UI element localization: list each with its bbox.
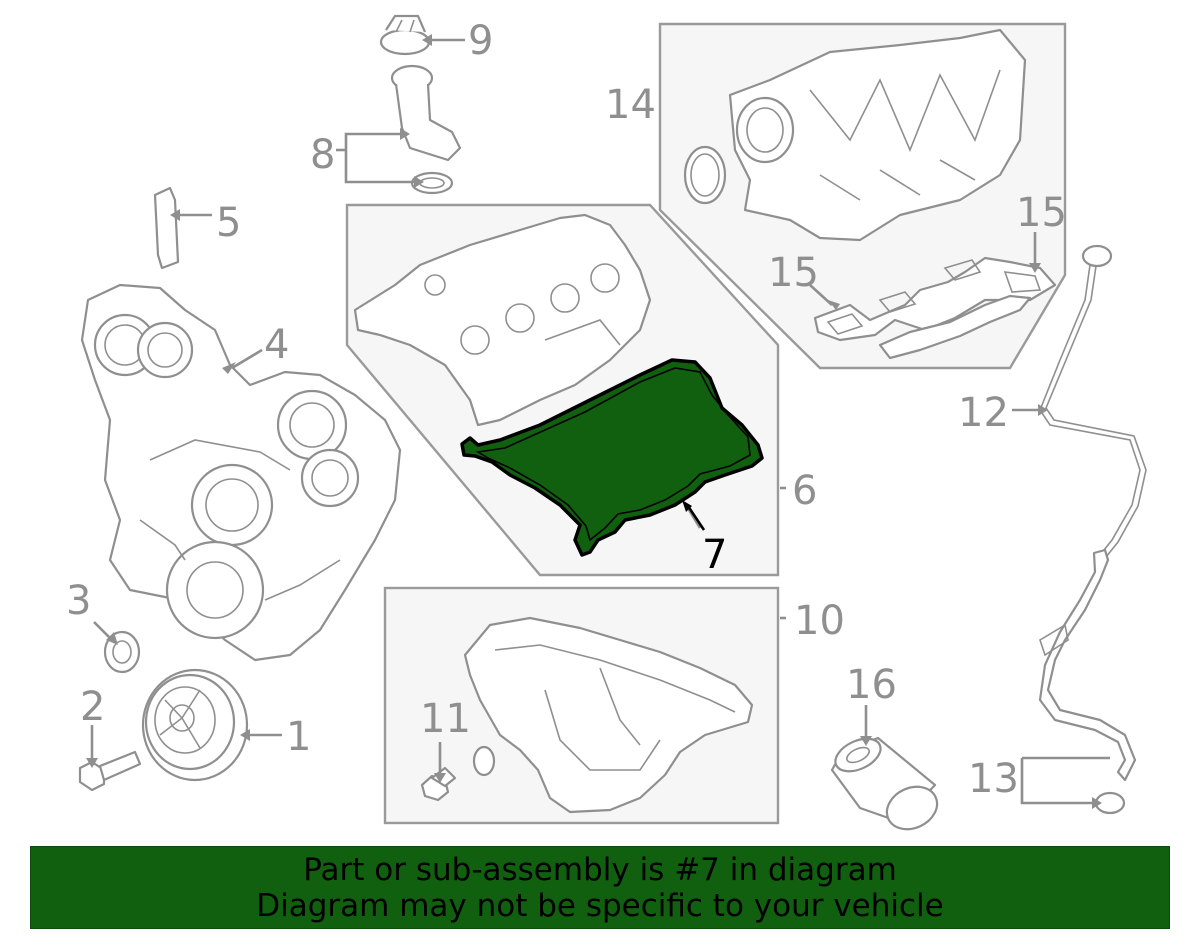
callout-5: 5: [216, 200, 241, 246]
callout-4: 4: [264, 322, 289, 368]
crankshaft-pulley-part: [141, 668, 249, 782]
dipstick-tube-part: [1038, 548, 1137, 815]
dipstick-part: [1039, 244, 1147, 558]
callout-15-right: 15: [1016, 190, 1067, 236]
callout-7-arrowhead: [682, 500, 692, 512]
oil-pan-part: [463, 616, 754, 814]
callout-6: 6: [792, 468, 817, 514]
callout-16: 16: [846, 662, 897, 708]
callout-3: 3: [66, 578, 91, 624]
callout-12: 12: [958, 390, 1009, 436]
valve-cover-gasket-part: [460, 358, 764, 557]
cover-gasket-part: [153, 186, 180, 270]
oil-filter-part: [830, 736, 939, 831]
valve-cover-gasket-inner-edge: [475, 367, 751, 542]
callout-15-left: 15: [768, 250, 819, 296]
valve-cover-part: [353, 213, 652, 427]
timing-cover-part: [80, 283, 402, 662]
oil-filler-cap-part: [379, 14, 431, 56]
banner-line-1: Part or sub-assembly is #7 in diagram: [303, 851, 897, 888]
callout-10: 10: [794, 598, 845, 644]
callout-14: 14: [605, 82, 656, 128]
intake-gasket-part: [813, 256, 1057, 360]
pulley-bolt-part: [78, 750, 142, 792]
callout-13: 13: [968, 756, 1019, 802]
leader-lines: [90, 38, 1110, 805]
callout-1: 1: [286, 714, 311, 760]
callout-11: 11: [420, 696, 471, 742]
oil-filler-tube-part: [390, 64, 462, 195]
callout-7: 7: [702, 532, 727, 578]
callout-2: 2: [80, 684, 105, 730]
intake-manifold-part: [683, 28, 1027, 242]
callout-8: 8: [310, 132, 335, 178]
arrowheads: [86, 34, 1102, 809]
callout-9: 9: [468, 18, 493, 64]
callout-7-leader: [686, 505, 706, 531]
highlight-banner: Part or sub-assembly is #7 in diagram Di…: [30, 846, 1170, 929]
drain-plug-part: [420, 745, 496, 802]
banner-line-2: Diagram may not be specific to your vehi…: [256, 887, 944, 924]
